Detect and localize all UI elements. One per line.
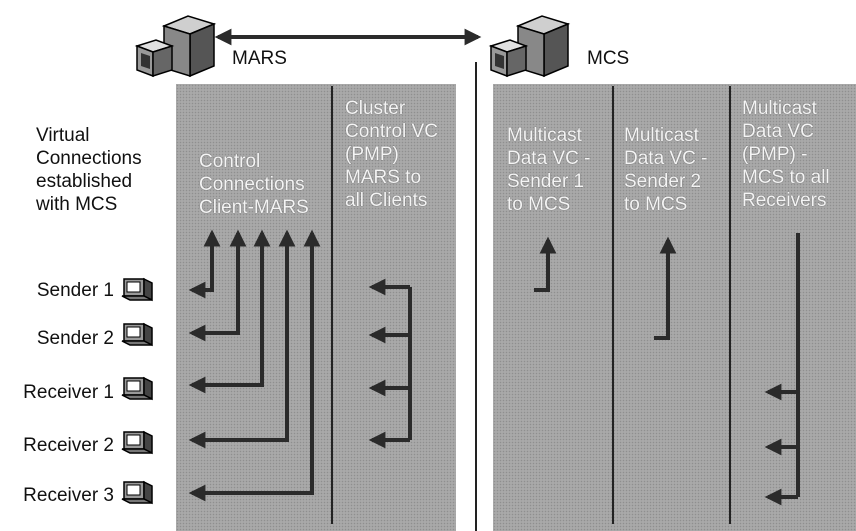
control-connections-label: Control Connections Client-MARS [199,151,309,218]
data-vc-sender-2-arrow [654,236,677,340]
desktop-computer-icon [121,322,153,347]
multicast-data-vc-sender1-label: Multicast Data VC - Sender 1 to MCS [507,125,591,215]
control-arrow-receiver-3 [188,229,321,502]
mcs-panel-divider-2 [729,86,731,524]
multicast-data-vc-pmp-label: Multicast Data VC (PMP) - MCS to all Rec… [742,98,830,211]
desktop-computer-icon [121,277,153,302]
mars-panel-divider [331,86,333,524]
host-label-sender-2: Sender 2 [36,328,114,349]
host-label-sender-1: Sender 1 [36,280,114,301]
center-divider [475,62,477,531]
server-computer-icon [134,15,217,78]
mcs-panel-divider-1 [612,86,614,524]
virtual-connections-caption: Virtual Connections established with MCS [36,125,142,215]
control-arrow-sender-2 [188,229,247,342]
cluster-control-vc-label: Cluster Control VC (PMP) MARS to all Cli… [345,98,438,211]
desktop-computer-icon [121,430,153,455]
host-label-receiver-3: Receiver 3 [23,485,114,506]
desktop-computer-icon [121,480,153,505]
mcs-panel [493,84,856,531]
data-vc-sender-1-arrow [534,236,557,292]
mars-server-label: MARS [232,48,287,69]
server-computer-icon [488,15,571,78]
control-arrow-receiver-1 [188,229,271,394]
control-arrow-sender-1 [188,229,221,299]
host-label-receiver-1: Receiver 1 [23,382,114,403]
desktop-computer-icon [121,376,153,401]
multicast-data-vc-sender2-label: Multicast Data VC - Sender 2 to MCS [624,125,708,215]
host-label-receiver-2: Receiver 2 [23,435,114,456]
mcs-server-label: MCS [587,48,630,69]
